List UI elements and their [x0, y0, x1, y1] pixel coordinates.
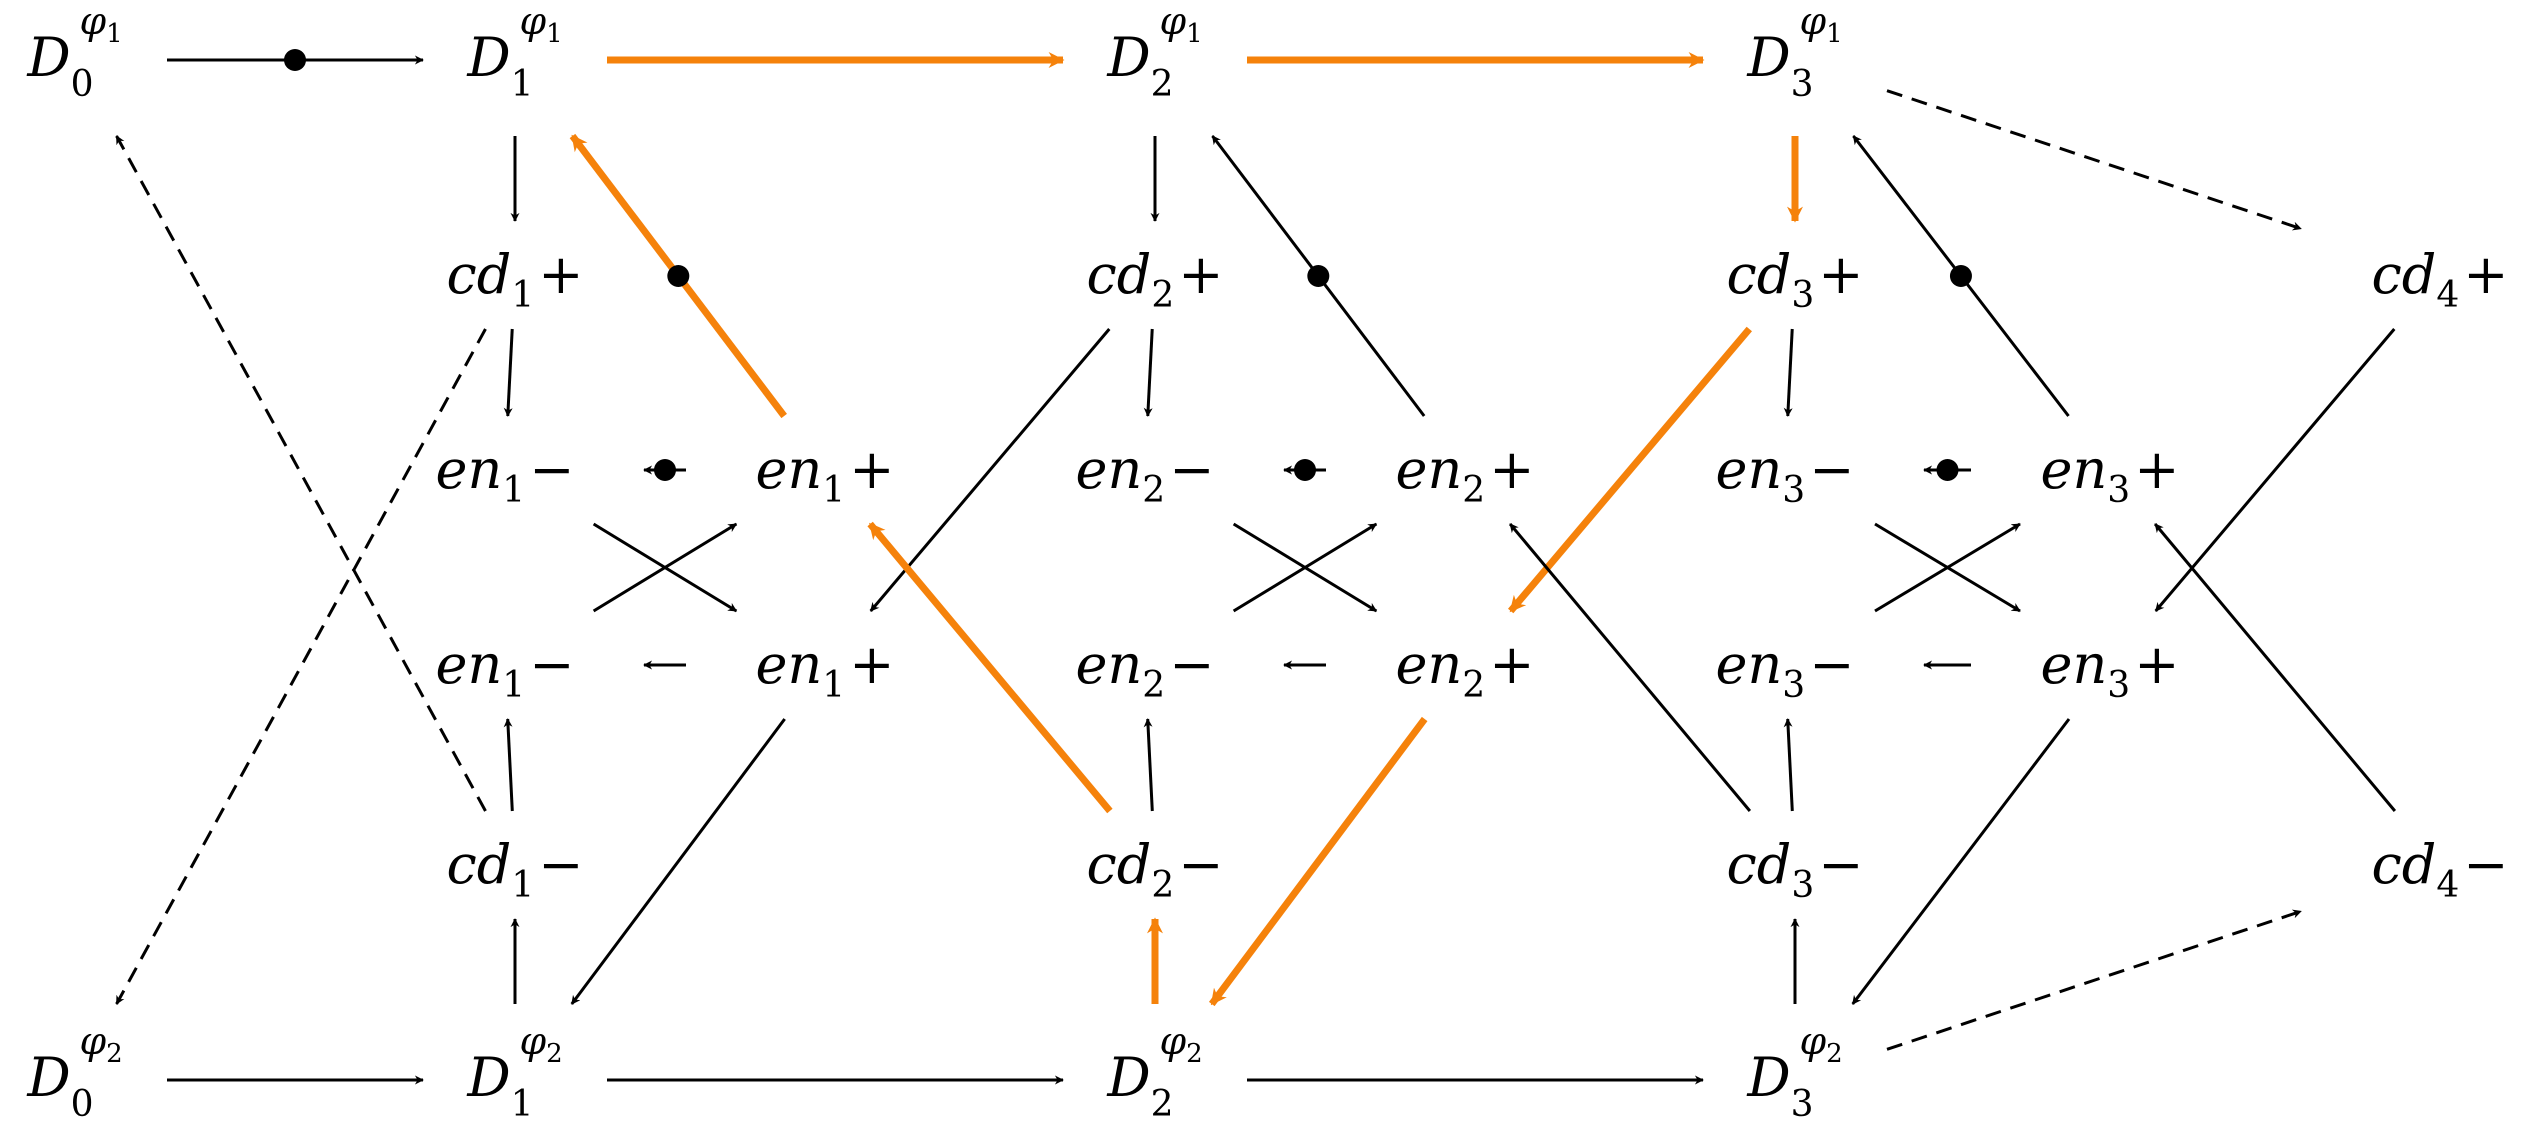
edge-dot-en2p_a-to-D2_1 [1307, 265, 1330, 287]
edge-cd1p-to-en1m_a [503, 328, 514, 417]
node-D0_2: D0φ2 [26, 1019, 122, 1125]
node-en3p_b: en3+ [2041, 633, 2180, 706]
node-en1m_a: en1− [436, 438, 575, 511]
node-cd3m: cd3− [1727, 833, 1864, 906]
edge-dot-en2p_a-to-en2m_a [1294, 459, 1316, 481]
edge-dot-en3p_a-to-en3m_a [1936, 459, 1959, 481]
node-cd1p: cd1+ [447, 243, 584, 316]
edge-dot-D0_1-to-D1_1 [284, 49, 306, 71]
node-D1_2: D1φ2 [466, 1019, 562, 1125]
node-en2p_b: en2+ [1396, 633, 1535, 706]
node-en3p_a: en3+ [2041, 438, 2180, 511]
node-cd2p: cd2+ [1087, 243, 1224, 316]
node-en1p_a: en1+ [756, 438, 895, 511]
edge-cd4p-to-en3p_b [2154, 328, 2396, 612]
node-en3m_a: en3− [1716, 438, 1855, 511]
node-cd3p: cd3+ [1727, 243, 1864, 316]
node-en1m_b: en1− [436, 633, 575, 706]
node-D1_1: D1φ1 [466, 0, 562, 105]
edge-D3_1-to-cd4p [1886, 89, 2302, 231]
node-cd1m: cd1− [447, 833, 584, 906]
edge-cd4m-to-en3p_a [2153, 523, 2397, 812]
edge-cd1m-to-en1m_b [503, 718, 514, 812]
edge-en2p_b-to-D2_2 [1208, 716, 1428, 1007]
edge-cd3p-to-en3m_a [1783, 328, 1794, 417]
edge-cd2m-to-en1p_a [867, 521, 1113, 814]
edge-dot-en3p_a-to-D3_1 [1949, 265, 1972, 287]
edge-dot-en1p_a-to-D1_1 [667, 265, 690, 287]
node-en2m_b: en2− [1076, 633, 1215, 706]
node-cd2m: cd2− [1087, 833, 1224, 906]
edge-cd1m-to-D0_1 [115, 135, 487, 812]
node-cd4p: cd4+ [2372, 243, 2509, 316]
edge-dot-en1p_a-to-en1m_a [654, 459, 676, 481]
edge-en3m_b-to-en3p_a [1874, 522, 2021, 613]
node-en2m_a: en2− [1076, 438, 1215, 511]
edge-D3_2-to-cd4m [1886, 909, 2302, 1051]
edge-en1m_b-to-en1p_a [592, 522, 738, 613]
node-D3_2: D3φ2 [1746, 1019, 1842, 1125]
edge-cd3m-to-en3m_b [1783, 718, 1794, 812]
node-en1p_b: en1+ [756, 633, 895, 706]
edge-cd3p-to-en2p_b [1508, 326, 1752, 614]
node-D0_1: D0φ1 [26, 0, 122, 105]
nodes-layer: D0φ1 D1φ1 D2φ1 D3φ1 cd1+ cd2+ cd3+ cd4+ en1− en1+… [26, 0, 2508, 1125]
node-cd4m: cd4− [2372, 833, 2509, 906]
edge-cd2m-to-en2m_b [1143, 718, 1154, 812]
node-en2p_a: en2+ [1396, 438, 1535, 511]
edge-en2m_b-to-en2p_a [1232, 522, 1378, 613]
edge-en3p_b-to-D3_2 [1851, 718, 2071, 1005]
node-D2_1: D2φ1 [1106, 0, 1202, 105]
edge-cd2p-to-en1p_b [869, 328, 1111, 612]
edge-cd2p-to-en2m_a [1143, 328, 1154, 417]
edge-en1p_b-to-D1_2 [570, 718, 786, 1005]
node-D2_2: D2φ2 [1106, 1019, 1202, 1125]
edge-cd1p-to-D0_2 [115, 328, 487, 1005]
edge-cd3m-to-en2p_a [1508, 523, 1752, 812]
edges-layer [115, 49, 2397, 1085]
node-en3m_b: en3− [1716, 633, 1855, 706]
node-D3_1: D3φ1 [1746, 0, 1842, 105]
